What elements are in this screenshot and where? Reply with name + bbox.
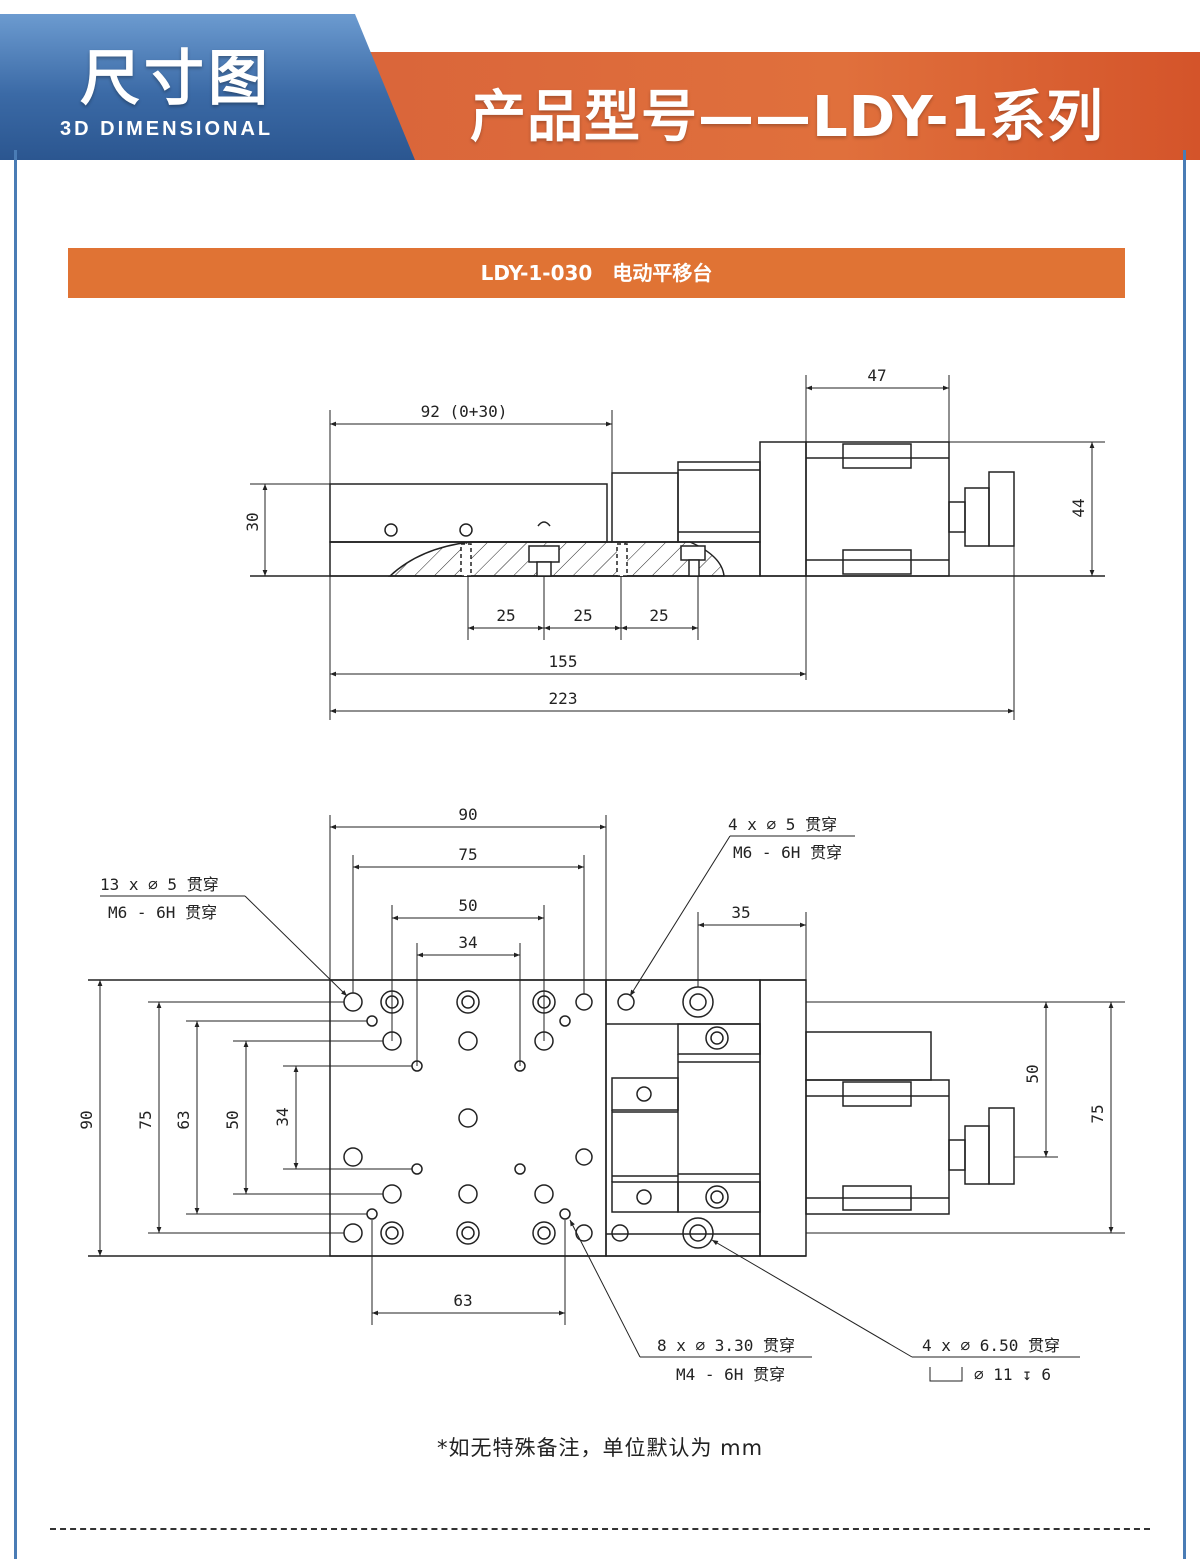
dim-34-top: 34: [458, 933, 477, 952]
note-4x5-line2: M6 - 6H 贯穿: [733, 843, 842, 862]
dim-63-left: 63: [174, 1110, 193, 1129]
dim-75-left: 75: [136, 1110, 155, 1129]
unit-note: *如无特殊备注，单位默认为 mm: [436, 1436, 764, 1460]
note-4x65-line1: 4 x ∅ 6.50 贯穿: [922, 1336, 1060, 1355]
product-model-title: 产品型号——LDY-1系列: [470, 85, 1104, 150]
note-13x-line1: 13 x ∅ 5 贯穿: [100, 875, 219, 894]
dim-75-right: 75: [1088, 1104, 1107, 1123]
dim-223: 223: [549, 689, 578, 708]
dim-35: 35: [731, 903, 750, 922]
model-section-bar: LDY-1-030 电动平移台: [68, 248, 1125, 298]
note-13x-line2: M6 - 6H 贯穿: [108, 903, 217, 922]
dim-25a: 25: [496, 606, 515, 625]
note-4x5-line1: 4 x ∅ 5 贯穿: [728, 815, 837, 834]
dim-92: 92 (0+30): [421, 402, 508, 421]
dashed-divider: [50, 1528, 1150, 1530]
dim-50-left: 50: [223, 1110, 242, 1129]
top-view: [88, 815, 1125, 1382]
dim-47: 47: [867, 366, 886, 385]
dim-25c: 25: [649, 606, 668, 625]
side-view: [250, 375, 1105, 720]
top-view-labels: 90 75 50 34 35 90 75 63 50 34 50 75 63 1…: [77, 805, 1107, 1384]
dim-90-left: 90: [77, 1110, 96, 1129]
dim-25b: 25: [573, 606, 592, 625]
dim-30: 30: [243, 512, 262, 531]
note-4x65-line2: ∅ 11 ↧ 6: [974, 1365, 1051, 1384]
dim-50-right: 50: [1023, 1064, 1042, 1083]
dim-155: 155: [549, 652, 578, 671]
dim-63-bottom: 63: [453, 1291, 472, 1310]
note-8x-line1: 8 x ∅ 3.30 贯穿: [657, 1336, 795, 1355]
header-blue-tab: [0, 14, 415, 160]
frame-left-border: [14, 150, 17, 1559]
side-view-labels: 47 92 (0+30) 30 44 25 25 25 155 223: [243, 366, 1088, 708]
frame-right-border: [1183, 150, 1186, 1559]
dim-34-left: 34: [273, 1107, 292, 1126]
header-title-en: 3D DIMENSIONAL: [60, 118, 274, 140]
dim-90-top: 90: [458, 805, 477, 824]
header-title-cn: 尺寸图: [80, 44, 272, 114]
model-label: LDY-1-030 电动平移台: [480, 261, 713, 285]
header-orange-band: [300, 52, 1200, 160]
note-8x-line2: M4 - 6H 贯穿: [676, 1365, 785, 1384]
dim-75-top: 75: [458, 845, 477, 864]
dim-44: 44: [1069, 498, 1088, 517]
dim-50-top: 50: [458, 896, 477, 915]
